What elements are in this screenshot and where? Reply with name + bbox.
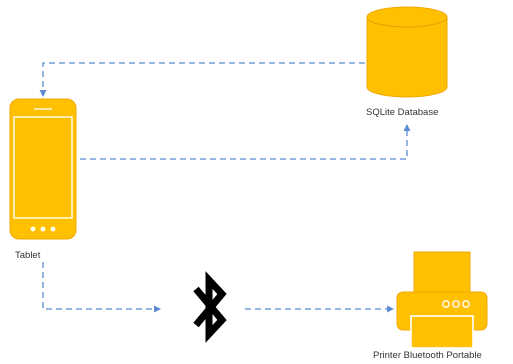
- tablet-label: Tablet: [15, 250, 41, 261]
- database-label: SQLite Database: [366, 107, 439, 118]
- database-cylinder-icon: [366, 6, 448, 98]
- bluetooth-icon: [193, 271, 227, 343]
- connector-tablet-to-database: [80, 124, 411, 160]
- connector-database-to-tablet: [39, 62, 365, 97]
- printer-icon: [396, 251, 488, 349]
- tablet-device-icon: [9, 98, 77, 240]
- printer-label: Printer Bluetooth Portable: [373, 350, 482, 361]
- connector-tablet-to-bluetooth: [42, 262, 161, 313]
